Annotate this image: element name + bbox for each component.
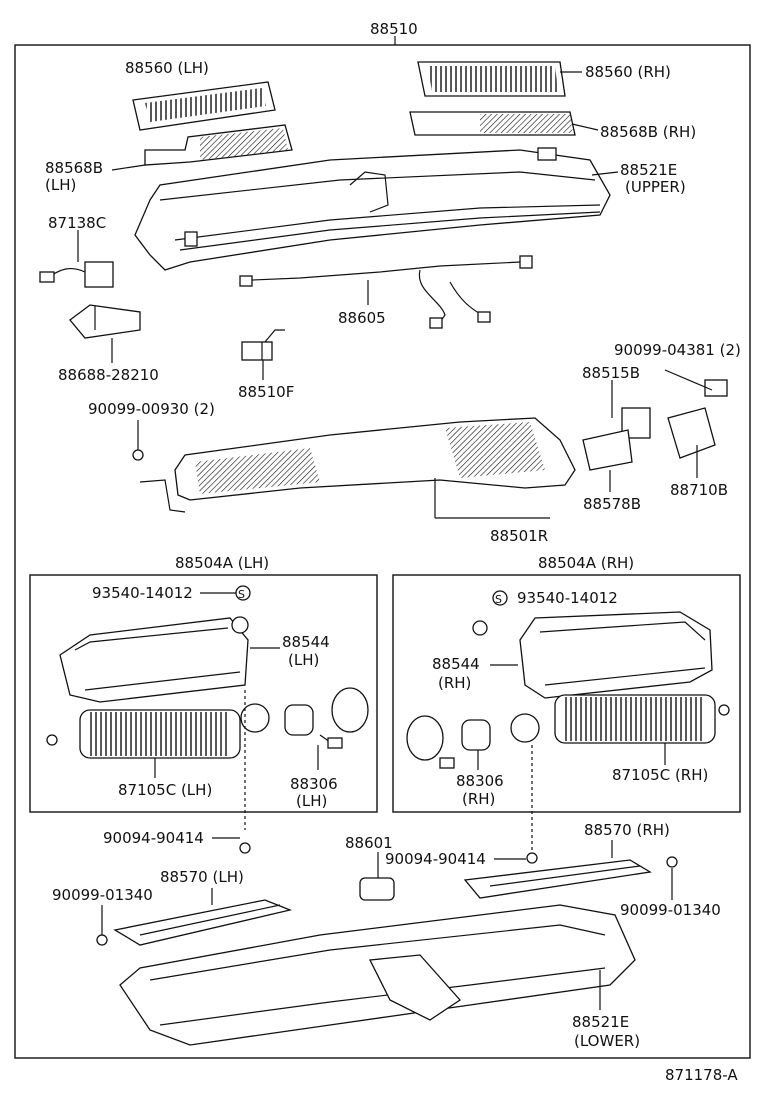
label-case-rh-a: 88544	[432, 655, 480, 673]
label-pipe-clamp: 88515B	[582, 364, 640, 382]
label-case-lh-b: (LH)	[288, 651, 319, 669]
label-clip-lh: 90099-01340	[52, 886, 153, 904]
label-motor-lh-b: (LH)	[296, 792, 327, 810]
label-motor-rh-b: (RH)	[462, 790, 495, 808]
duct-rh-shape	[463, 840, 678, 899]
label-resistor: 88601	[345, 834, 393, 852]
label-connector: 88510F	[238, 383, 294, 401]
label-expansion-valve: 88710B	[670, 481, 728, 499]
label-case-lower-a: 88521E	[572, 1013, 629, 1031]
label-clip-rh: 90099-01340	[620, 901, 721, 919]
s-mark-rh	[492, 590, 508, 606]
label-screw-mid-rh: 90094-90414	[385, 850, 486, 868]
lower-case-shape	[119, 904, 636, 1046]
seal-rh-shape	[409, 111, 576, 136]
label-sensor: 87138C	[48, 214, 106, 232]
bracket-shape	[69, 304, 141, 363]
valve-group-shape	[582, 369, 728, 492]
fan-lh-shape	[46, 709, 241, 778]
blower-lh-case-shape	[59, 616, 249, 703]
sensor-shape	[39, 230, 114, 288]
label-screw-s-rh: 93540-14012	[517, 589, 618, 607]
filter-lh-shape	[132, 81, 276, 131]
blower-rh-case-shape	[472, 611, 713, 699]
label-evaporator: 88501R	[490, 527, 548, 545]
screw-mid-shape	[239, 842, 538, 864]
label-fan-lh: 87105C (LH)	[118, 781, 212, 799]
label-fan-rh: 87105C (RH)	[612, 766, 708, 784]
s-mark-rh-text: S	[495, 593, 502, 606]
connector-shape	[241, 329, 285, 380]
label-case-lower-b: (LOWER)	[574, 1032, 640, 1050]
label-bracket: 88688-28210	[58, 366, 159, 384]
label-screw-mid-lh: 90094-90414	[103, 829, 204, 847]
label-case-lh-a: 88544	[282, 633, 330, 651]
label-figure-code: 871178-A	[665, 1066, 738, 1084]
label-duct-lh: 88570 (LH)	[160, 868, 244, 886]
blower-lh-frame	[29, 574, 378, 813]
fan-rh-shape	[554, 694, 730, 765]
upper-case-shape	[134, 147, 611, 271]
blower-rh-frame	[392, 574, 741, 813]
filter-rh-shape	[417, 61, 566, 97]
label-case-rh-b: (RH)	[438, 674, 471, 692]
screw-left-shape	[132, 420, 144, 461]
label-screw-top-right: 90099-04381 (2)	[614, 341, 741, 359]
s-mark-lh-text: S	[238, 588, 245, 601]
label-filter-rh: 88560 (RH)	[585, 63, 671, 81]
label-screw-top-left: 90099-00930 (2)	[88, 400, 215, 418]
label-seal-rh: 88568B (RH)	[600, 123, 696, 141]
label-duct-rh: 88570 (RH)	[584, 821, 670, 839]
label-plate: 88578B	[583, 495, 641, 513]
wire-harness-shape	[239, 255, 533, 329]
motor-rh-shape	[406, 713, 540, 850]
label-blower-rh: 88504A (RH)	[538, 554, 634, 572]
label-case-upper-a: 88521E	[620, 161, 677, 179]
label-blower-lh: 88504A (LH)	[175, 554, 269, 572]
motor-lh-shape	[240, 687, 369, 830]
label-filter-lh: 88560 (LH)	[125, 59, 209, 77]
label-seal-lh-b: (LH)	[45, 176, 76, 194]
label-motor-rh-a: 88306	[456, 772, 504, 790]
label-motor-lh-a: 88306	[290, 775, 338, 793]
assembly-frame	[14, 44, 751, 1059]
seal-lh-shape	[144, 124, 293, 166]
label-screw-s-lh: 93540-14012	[92, 584, 193, 602]
resistor-shape	[359, 852, 395, 901]
evaporator-shape	[139, 417, 576, 519]
label-assembly: 88510	[370, 20, 418, 38]
duct-lh-shape	[96, 888, 293, 946]
label-seal-lh-a: 88568B	[45, 159, 103, 177]
label-wire: 88605	[338, 309, 386, 327]
label-case-upper-b: (UPPER)	[625, 178, 686, 196]
